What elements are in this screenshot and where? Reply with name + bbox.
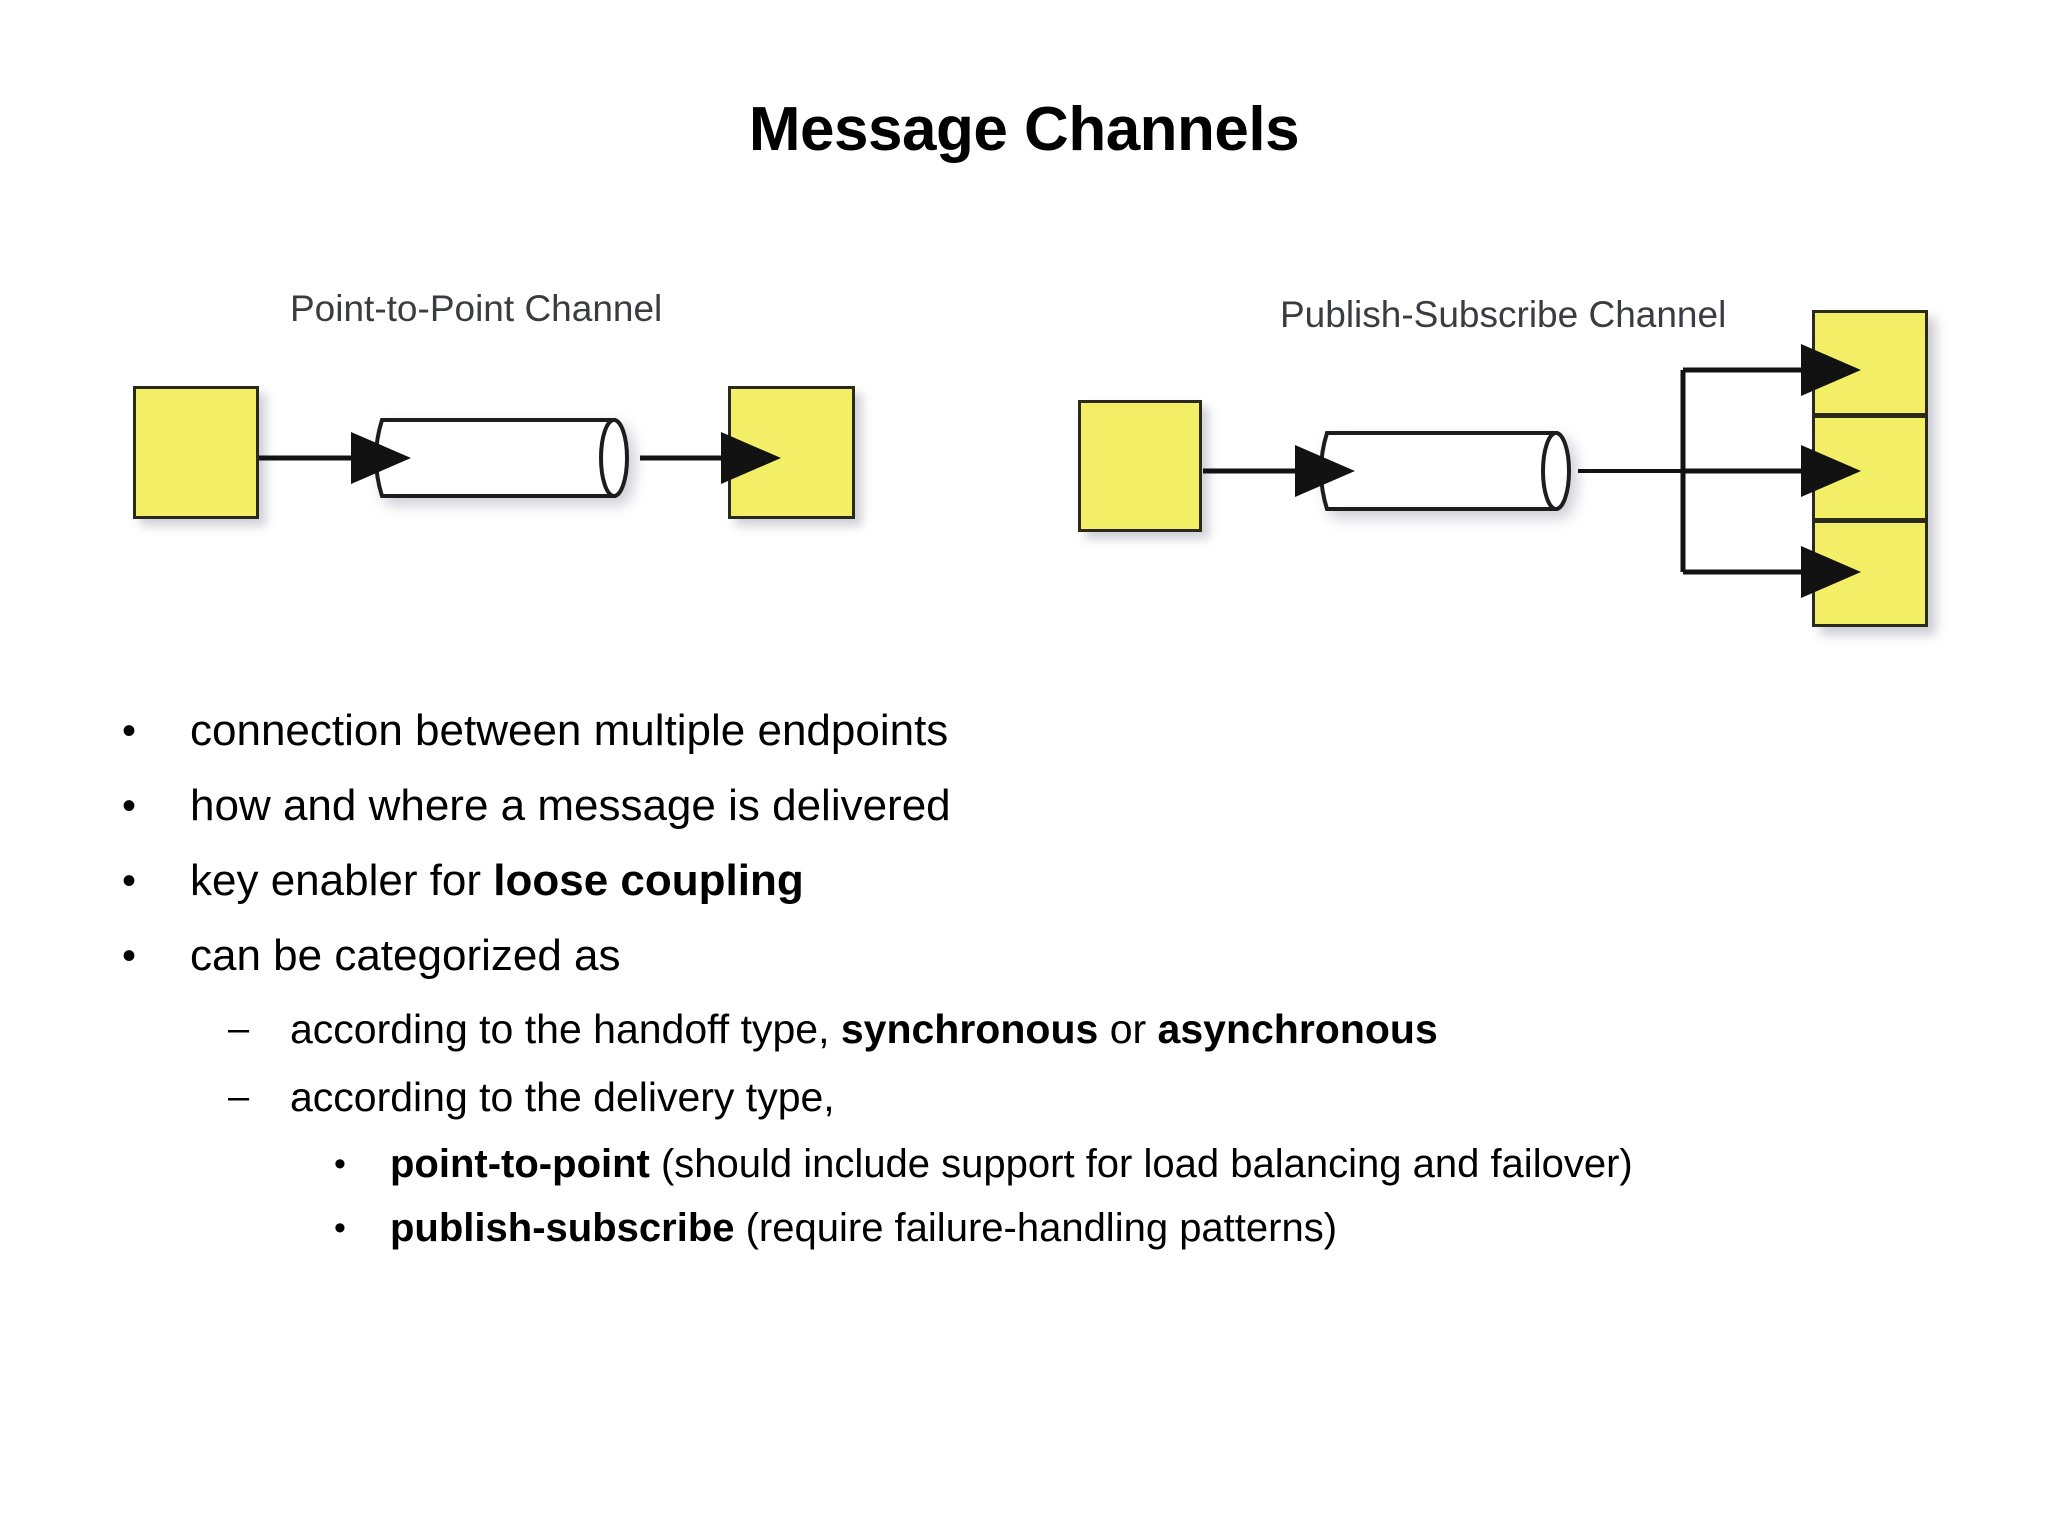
bullet-text: connection between multiple endpoints: [190, 706, 949, 755]
bullet-text: can be categorized as: [190, 931, 621, 980]
diagram-connectors: [259, 344, 1861, 599]
bullet-text: according to the delivery type,: [290, 1074, 835, 1120]
bullet-marker-icon: •: [122, 784, 137, 828]
bullet-item-l2: –according to the handoff type, synchron…: [0, 1000, 2048, 1058]
bullet-marker-icon: –: [228, 1076, 250, 1118]
bullet-item-l2: –according to the delivery type,: [0, 1068, 2048, 1126]
bullet-text: how and where a message is delivered: [190, 781, 951, 830]
bullet-marker-icon: •: [334, 1145, 346, 1183]
p2p-sender-box: [133, 386, 259, 519]
p2p-pipe-icon: [374, 418, 629, 498]
pubsub-subscriber-stack: [1812, 310, 1928, 627]
bullet-marker-icon: •: [122, 934, 137, 978]
bullet-text: key enabler for loose coupling: [190, 856, 804, 905]
bullet-item-l1: • can be categorized as: [0, 925, 2048, 987]
pubsub-publisher-box: [1078, 400, 1202, 532]
bullet-item-l1: • key enabler for loose coupling: [0, 850, 2048, 912]
bullet-item-l3: • publish-subscribe (require failure-hand…: [0, 1200, 2048, 1256]
pubsub-pipe-icon: [1319, 431, 1571, 511]
channel-diagrams: Point-to-Point Channel Publish-Subscribe…: [0, 0, 2048, 660]
bullet-item-l1: • connection between multiple endpoints: [0, 700, 2048, 762]
bullet-text: point-to-point (should include support f…: [390, 1142, 1633, 1186]
bullet-list: • connection between multiple endpoints • h…: [0, 700, 2048, 1264]
page-title: Message Channels: [748, 95, 1300, 164]
bullet-marker-icon: –: [228, 1008, 250, 1050]
bullet-item-l3: • point-to-point (should include support …: [0, 1136, 2048, 1192]
bullet-text: according to the handoff type, synchrono…: [290, 1006, 1438, 1052]
bullet-marker-icon: •: [122, 709, 137, 753]
p2p-receiver-box: [728, 386, 855, 519]
bullet-marker-icon: •: [122, 859, 137, 903]
bullet-marker-icon: •: [334, 1209, 346, 1247]
publish-subscribe-caption: Publish-Subscribe Channel: [1280, 294, 1727, 335]
bullet-text: publish-subscribe (require failure-handl…: [390, 1206, 1338, 1250]
bullet-item-l1: • how and where a message is delivered: [0, 775, 2048, 837]
pubsub-subscriber-box-3: [1812, 520, 1928, 627]
point-to-point-caption: Point-to-Point Channel: [290, 288, 663, 329]
